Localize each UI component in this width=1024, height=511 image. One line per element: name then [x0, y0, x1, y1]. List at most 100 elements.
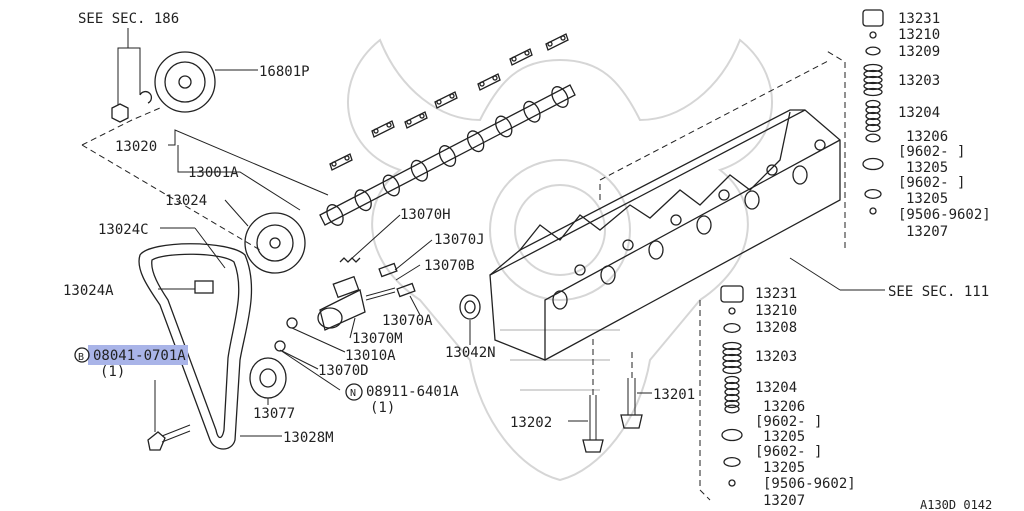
head-bore: [670, 214, 682, 226]
label-r-13210: 13210: [898, 27, 940, 43]
valve-13201: [620, 378, 652, 429]
cam-cap: [371, 120, 395, 138]
cam-lobe: [495, 115, 513, 138]
valve-spring-coil: [722, 353, 742, 363]
label-r-13231: 13231: [898, 11, 940, 27]
head-port: [600, 265, 616, 285]
valve-spring-coil: [724, 375, 740, 385]
label-r-13206: 13206: [906, 129, 948, 145]
label-13001a: 13001A: [188, 165, 239, 181]
valve-collet: [728, 307, 736, 315]
label-13077: 13077: [253, 406, 295, 422]
cam-cap-bolt: [524, 50, 530, 56]
label-13042n: 13042N: [445, 345, 496, 361]
cam-caps: [329, 33, 569, 171]
label-08041[interactable]: 08041-0701A: [93, 348, 186, 364]
valve-spring-coil: [863, 75, 883, 85]
head-port: [552, 290, 568, 310]
valve-spring-coil: [863, 69, 883, 79]
cam-lobe: [354, 189, 372, 212]
label-b-13210: 13210: [755, 303, 797, 319]
head-bore: [574, 264, 586, 276]
cam-cap-bolt: [386, 122, 392, 128]
label-13010a: 13010A: [345, 348, 396, 364]
cam-lobe: [410, 159, 429, 182]
bolt-circle-icon: [74, 347, 90, 363]
valve-components-top: [862, 9, 884, 215]
label-r-13205b: 13205: [906, 191, 948, 207]
head-port: [696, 215, 712, 235]
valve-collet: [869, 31, 877, 39]
valve-dash-3: [699, 300, 711, 501]
cam-cap-bolt: [406, 119, 412, 125]
cam-lobe: [551, 86, 569, 108]
cam-cap: [509, 48, 533, 66]
label-b-13203: 13203: [755, 349, 797, 365]
label-08911: 08911-6401A: [366, 384, 459, 400]
leader-13020: [168, 129, 329, 196]
label-13202: 13202: [510, 415, 552, 431]
head-dash: [599, 59, 831, 200]
clip-icon: [139, 91, 152, 104]
cam-cap: [329, 153, 353, 171]
label-13070b: 13070B: [424, 258, 475, 274]
cam-lobe: [438, 145, 457, 167]
valve-spring-coil: [863, 63, 883, 73]
valve-collet: [869, 207, 877, 215]
valve-lifter: [720, 285, 744, 303]
cam-lobe: [466, 130, 485, 153]
label-b-13204: 13204: [755, 380, 797, 396]
valve-13202: [568, 395, 604, 453]
label-b-13205: 13205: [763, 429, 805, 445]
valve-spring-coil: [722, 347, 742, 357]
label-r-13209: 13209: [898, 44, 940, 60]
valve-washer: [865, 46, 881, 56]
valve-washer: [723, 322, 741, 334]
timing-belt-13028m: [138, 243, 282, 450]
label-13070j: 13070J: [434, 232, 485, 248]
cam-cap-bolt: [492, 75, 498, 81]
head-port: [648, 240, 664, 260]
label-bolt-circle: B: [78, 352, 84, 363]
highlight-box: [88, 345, 188, 365]
cam-cap-bolt: [479, 81, 485, 87]
label-see-sec-186: SEE SEC. 186: [78, 11, 179, 27]
cam-cap-bolt: [560, 35, 566, 41]
label-16801p: 16801P: [259, 64, 310, 80]
valve-lifter: [862, 9, 884, 27]
valve-spring-coil: [865, 123, 881, 133]
label-13070d: 13070D: [318, 363, 369, 379]
leader-13001a: [177, 145, 301, 211]
valve-spring-coil: [722, 341, 742, 351]
cam-cap: [477, 73, 501, 91]
cam-cap-bolt: [436, 99, 442, 105]
valve-spring-coil: [724, 381, 740, 391]
label-r-9506: [9506-9602]: [898, 207, 991, 223]
label-r-13204: 13204: [898, 105, 940, 121]
valve-washer: [865, 133, 881, 143]
head-bore: [766, 164, 778, 176]
label-see-sec-111: SEE SEC. 111: [888, 284, 989, 300]
bolt-08041: [147, 380, 191, 451]
cam-cap-bolt: [344, 155, 350, 161]
label-b-9602a: [9602- ]: [755, 414, 822, 430]
valve-spring-coil: [865, 117, 881, 127]
head-bore: [622, 239, 634, 251]
sprocket-16801p: [154, 51, 258, 113]
cam-cap-bolt: [511, 56, 517, 62]
label-b-9602b: [9602- ]: [755, 444, 822, 460]
leader-13024c-2: [194, 227, 226, 269]
cam-cap: [404, 111, 428, 129]
valve-spring-coil: [724, 399, 740, 409]
tensioner-group: [274, 214, 433, 391]
cam-lobe: [523, 100, 541, 123]
valve-washer: [724, 404, 740, 414]
idler-13077: [249, 357, 287, 405]
label-b-9506: [9506-9602]: [763, 476, 856, 492]
label-b-13207: 13207: [763, 493, 805, 509]
cam-cap: [545, 33, 569, 51]
label-13024: 13024: [165, 193, 207, 209]
label-13024a: 13024A: [63, 283, 114, 299]
